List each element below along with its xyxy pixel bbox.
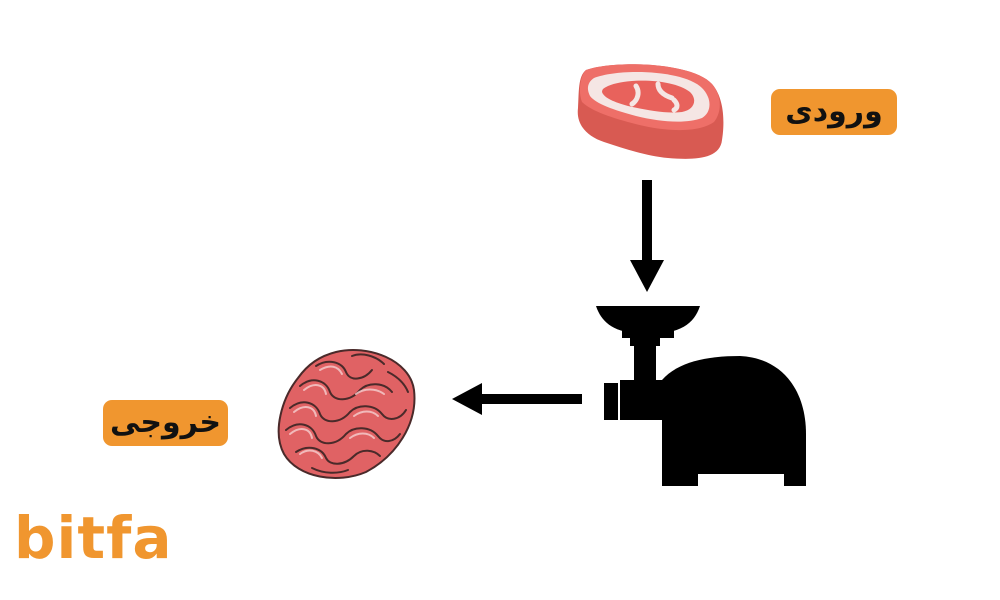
output-label-text: خروجی (110, 405, 221, 440)
input-label: ورودی (771, 89, 897, 135)
output-label: خروجی (103, 400, 228, 446)
left-arrow-icon (452, 383, 582, 415)
meat-grinder-icon (596, 306, 806, 488)
logo-text: bitfa (14, 504, 173, 572)
input-label-text: ورودی (785, 94, 883, 129)
bitfa-logo: bitfa (14, 505, 173, 571)
down-arrow-icon (630, 180, 664, 292)
ground-meat-icon (277, 348, 416, 479)
raw-steak-icon (577, 64, 724, 159)
